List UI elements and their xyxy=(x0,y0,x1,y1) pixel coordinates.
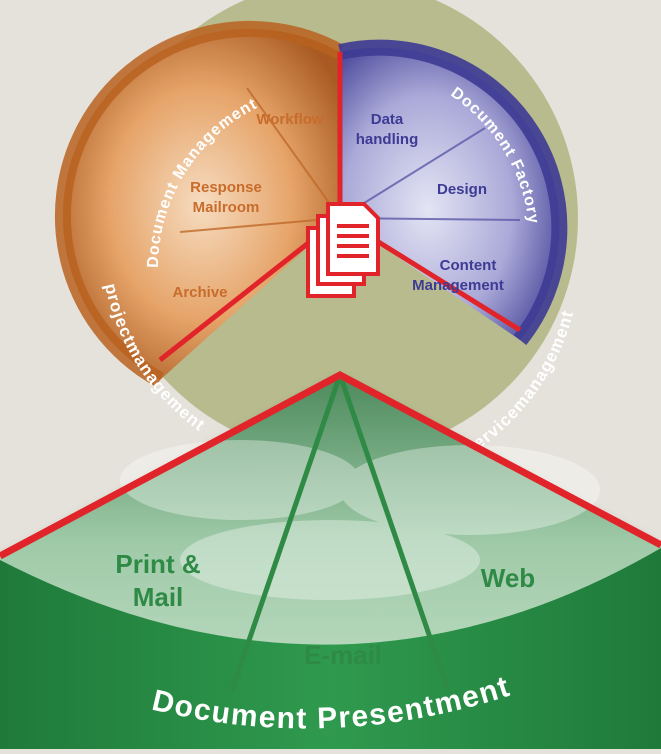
content-label: Content xyxy=(440,257,497,274)
response-label: Response xyxy=(190,179,262,196)
mail-label: Mail xyxy=(133,582,184,612)
presentment-band xyxy=(0,548,661,749)
management-dividers xyxy=(179,87,341,233)
presentment-dividers xyxy=(229,374,451,691)
print-label: Print & xyxy=(115,549,200,579)
management-item-label: Management xyxy=(412,277,504,294)
document-management-wedge xyxy=(62,28,341,380)
email-label: E-mail xyxy=(304,640,382,670)
web-label: Web xyxy=(481,563,535,593)
presentment-cloud-texture xyxy=(120,440,600,600)
document-management-arc xyxy=(54,20,344,388)
archive-label: Archive xyxy=(172,284,227,301)
document-factory-arc xyxy=(338,39,568,345)
presentment-red-edge xyxy=(0,371,661,560)
handling-label: handling xyxy=(356,131,419,148)
data-label: Data xyxy=(371,111,404,128)
design-label: Design xyxy=(437,181,487,198)
workflow-label: Workflow xyxy=(256,111,324,128)
document-factory-wedge xyxy=(340,47,560,340)
mailroom-label: Mailroom xyxy=(193,199,260,216)
stacked-documents-icon xyxy=(306,202,380,298)
